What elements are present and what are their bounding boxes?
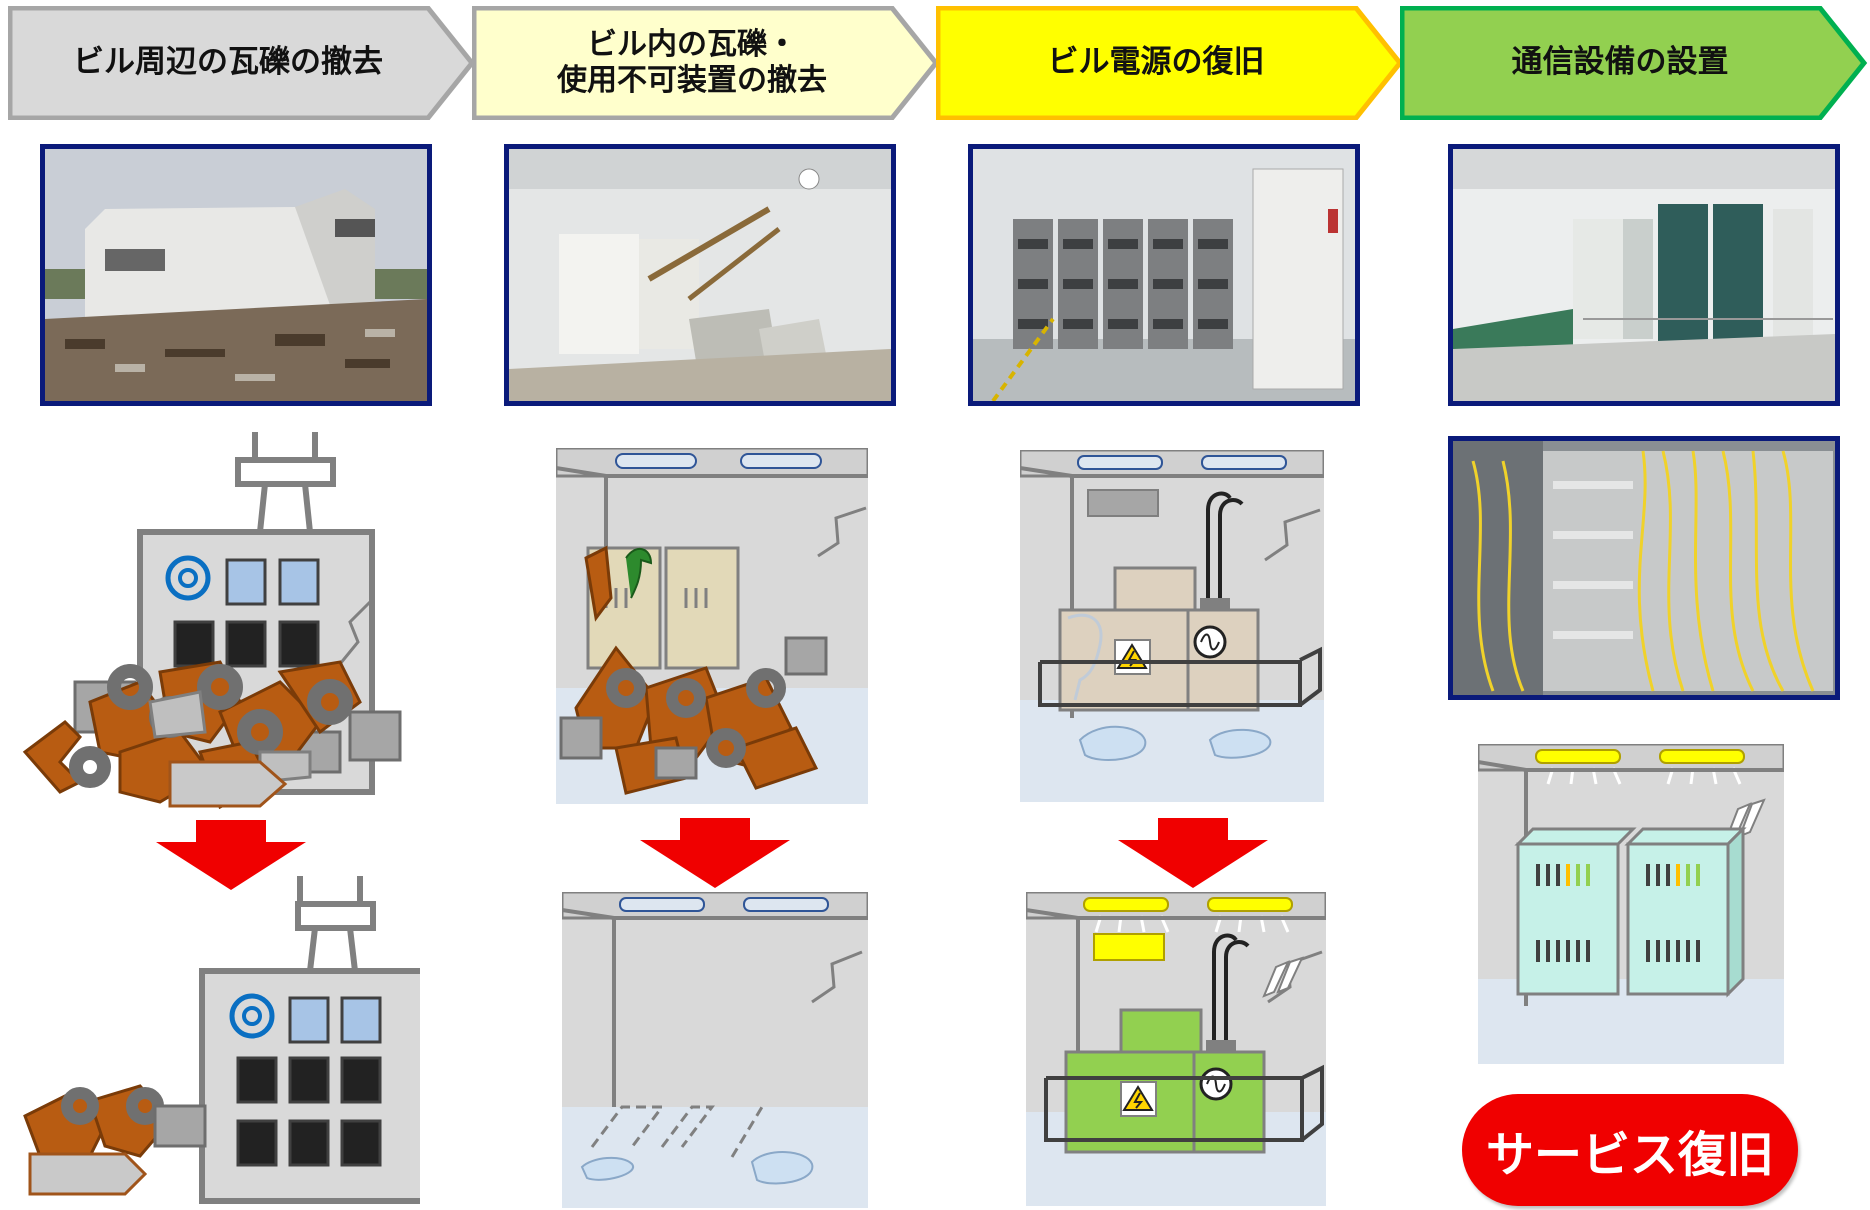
step-4: 通信設備の設置 — [1400, 6, 1868, 120]
illustration-room-debris-before — [556, 448, 868, 804]
high-voltage-warning-icon — [1122, 1085, 1154, 1111]
step-3: ビル電源の復旧 — [936, 6, 1404, 120]
down-arrow-icon — [156, 820, 306, 890]
step-arrow-shape — [936, 6, 1404, 120]
down-arrow-icon — [640, 818, 790, 888]
step-4-label: 通信設備の設置 — [1511, 44, 1729, 81]
photo-cabling-rack — [1448, 436, 1840, 700]
step-arrow-shape — [1400, 6, 1868, 120]
step-1: ビル周辺の瓦礫の撤去 — [8, 6, 476, 120]
ntt-logo-icon — [165, 555, 211, 601]
step-2-label: ビル内の瓦礫・ 使用不可装置の撤去 — [557, 27, 827, 98]
step-arrow-shape — [472, 6, 940, 120]
illustration-building-debris-after — [23, 876, 420, 1204]
photo-interior-debris — [504, 144, 896, 406]
illustration-building-debris-before — [22, 432, 402, 810]
service-restored-badge: サービス復旧 — [1462, 1094, 1798, 1206]
photo-power-room — [968, 144, 1360, 406]
illustration-power-room-before — [1020, 450, 1324, 802]
ac-power-icon — [1199, 1067, 1233, 1101]
step-2: ビル内の瓦礫・ 使用不可装置の撤去 — [472, 6, 940, 120]
photo-damaged-building — [40, 144, 432, 406]
step-3-label: ビル電源の復旧 — [1047, 44, 1265, 81]
down-arrow-icon — [1118, 818, 1268, 888]
step-1-label: ビル周辺の瓦礫の撤去 — [73, 44, 383, 81]
illustration-new-equipment — [1478, 744, 1784, 1064]
ntt-logo-icon — [229, 993, 275, 1039]
illustration-power-room-after — [1026, 892, 1326, 1206]
ac-power-icon — [1193, 625, 1227, 659]
illustration-room-cleared-after — [562, 892, 868, 1208]
photo-new-equipment-room — [1448, 144, 1840, 406]
step-arrow-shape — [8, 6, 476, 120]
